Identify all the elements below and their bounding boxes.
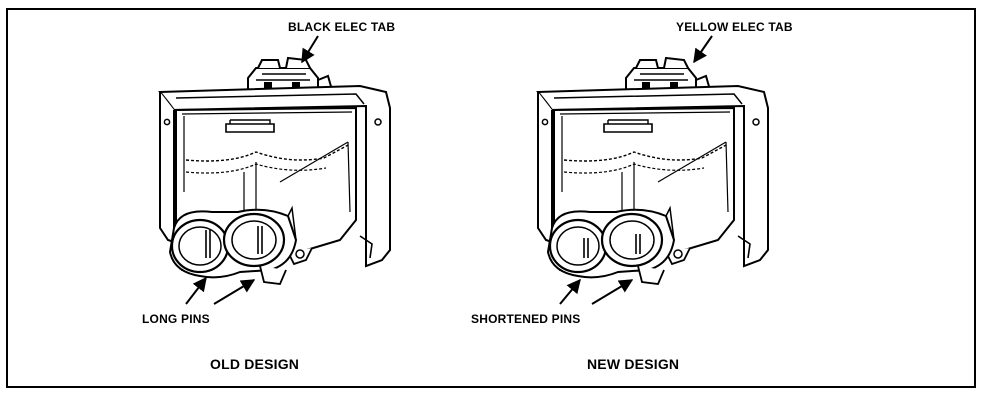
- old-pins-arrows: [185, 276, 256, 305]
- old-pins-label: LONG PINS: [142, 312, 210, 326]
- old-design-coil: [158, 56, 392, 286]
- new-design-caption: NEW DESIGN: [587, 356, 680, 372]
- new-design-coil: [536, 56, 770, 286]
- old-design-caption: OLD DESIGN: [210, 356, 300, 372]
- new-tab-arrow: [693, 35, 713, 64]
- old-tab-arrow: [301, 35, 319, 64]
- diagram-frame: [6, 8, 976, 388]
- new-pins-label: SHORTENED PINS: [471, 312, 581, 326]
- new-pins-arrows: [559, 278, 634, 305]
- new-tab-label: YELLOW ELEC TAB: [676, 20, 793, 34]
- old-tab-label: BLACK ELEC TAB: [288, 20, 396, 34]
